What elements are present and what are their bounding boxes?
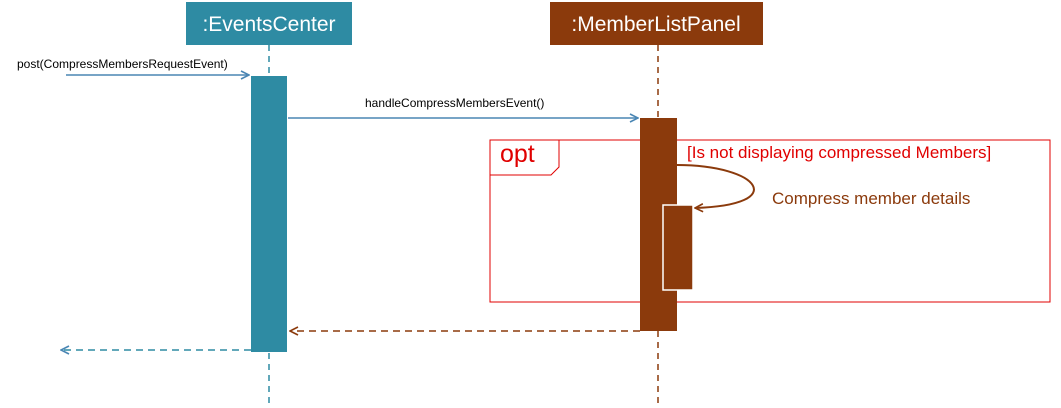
message-self-call: Compress member details — [676, 164, 970, 208]
member-list-panel-header: :MemberListPanel — [550, 2, 763, 45]
member-list-panel-nested-activation — [662, 204, 694, 291]
message-handle-label: handleCompressMembersEvent() — [365, 96, 544, 110]
events-center-title: :EventsCenter — [202, 13, 335, 36]
message-post: post(CompressMembersRequestEvent) — [17, 57, 249, 75]
self-call-arrow — [676, 164, 755, 208]
message-post-label: post(CompressMembersRequestEvent) — [17, 57, 228, 71]
self-call-label: Compress member details — [772, 189, 970, 208]
opt-fragment: opt [Is not displaying compressed Member… — [489, 139, 1051, 303]
member-list-panel-title: :MemberListPanel — [571, 13, 740, 36]
message-handle: handleCompressMembersEvent() — [288, 96, 638, 118]
opt-guard-label: [Is not displaying compressed Members] — [687, 143, 991, 162]
opt-fragment-tab — [490, 139, 560, 176]
opt-fragment-frame — [489, 139, 1051, 303]
opt-operator-label: opt — [500, 140, 535, 168]
events-center-activation — [251, 76, 287, 352]
events-center-header: :EventsCenter — [186, 2, 352, 45]
